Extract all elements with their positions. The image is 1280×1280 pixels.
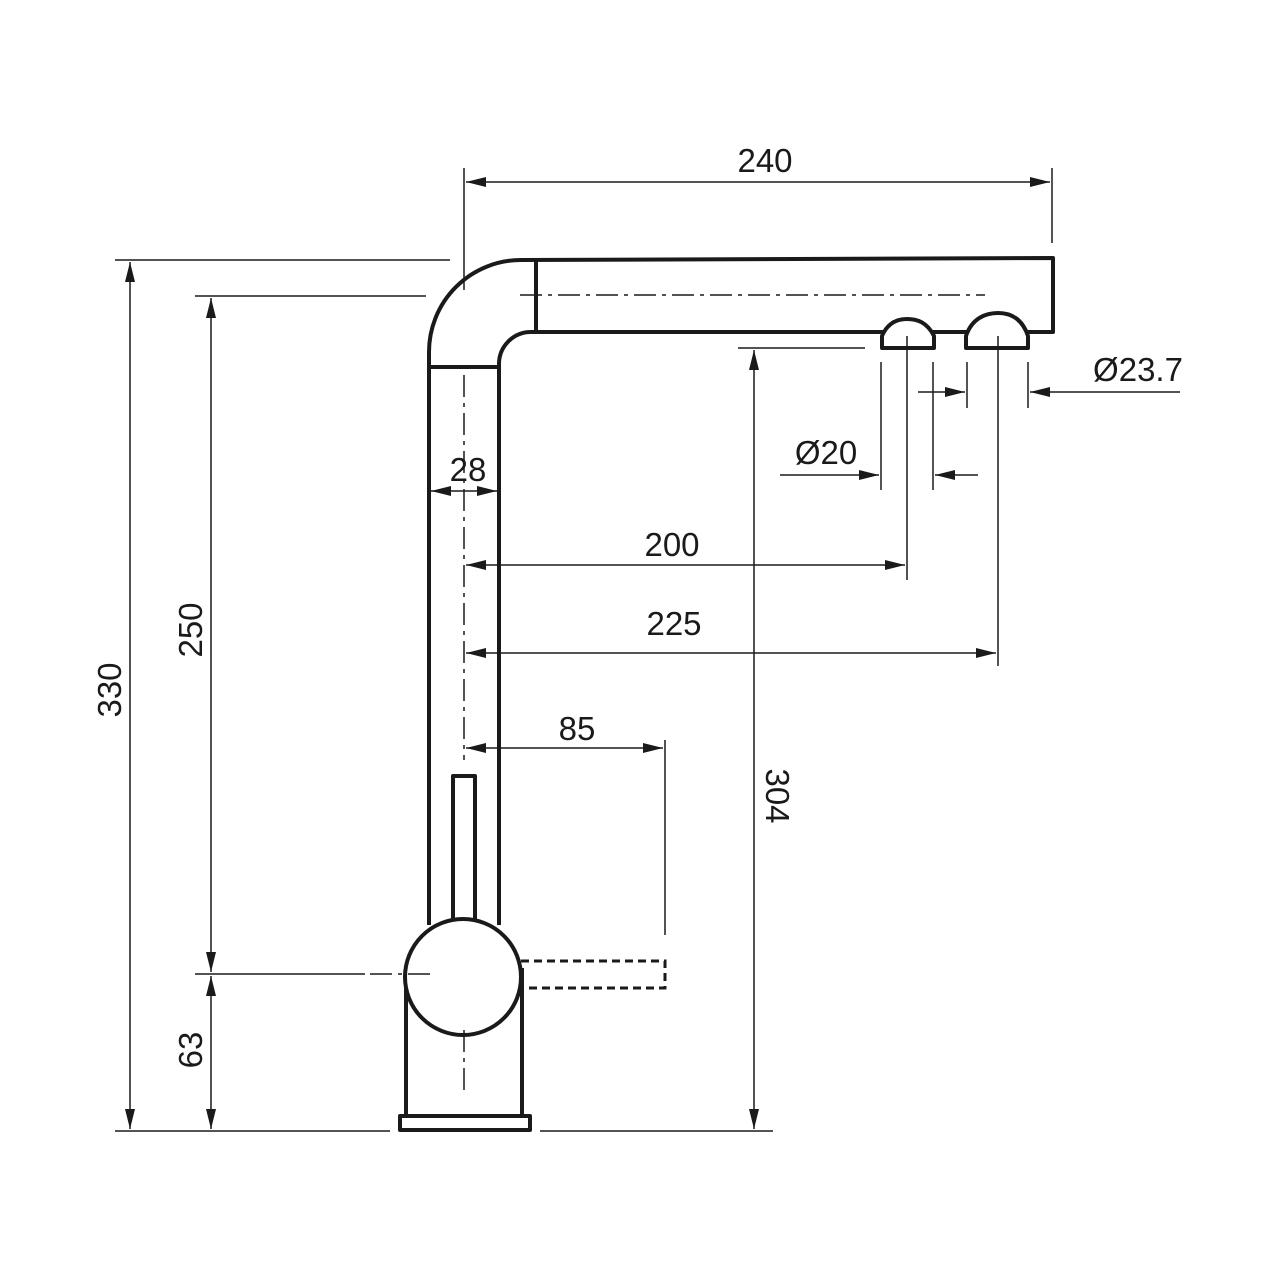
label-outlet-1-diameter: Ø20 [795,434,857,471]
label-pivot-height: 250 [172,602,209,657]
label-lever-reach: 85 [559,710,596,747]
label-outlet-2-diameter: Ø23.7 [1093,351,1183,388]
label-reach-225: 225 [646,605,701,642]
label-reach-200: 200 [644,526,699,563]
dimension-labels: 240 330 250 63 304 28 200 225 85 Ø20 Ø23… [91,142,1183,1068]
outlet-nozzle-small [880,317,936,350]
label-base-height: 63 [172,1032,209,1069]
label-spout-height: 304 [759,768,796,823]
label-body-diameter: 28 [450,451,487,488]
label-total-height: 330 [91,662,128,717]
lever-alternate-position [521,959,667,990]
cartridge-circle [403,917,523,1037]
center-lines [370,294,985,1090]
outlet-nozzle-large [964,311,1030,350]
dimension-lines [125,177,1180,1129]
base-plate [398,1114,532,1132]
spout-tube [427,256,1055,925]
label-total-width: 240 [737,142,792,179]
faucet-body [398,256,1055,1132]
extension-lines [115,168,1053,1132]
lever-handle[interactable] [451,774,477,933]
